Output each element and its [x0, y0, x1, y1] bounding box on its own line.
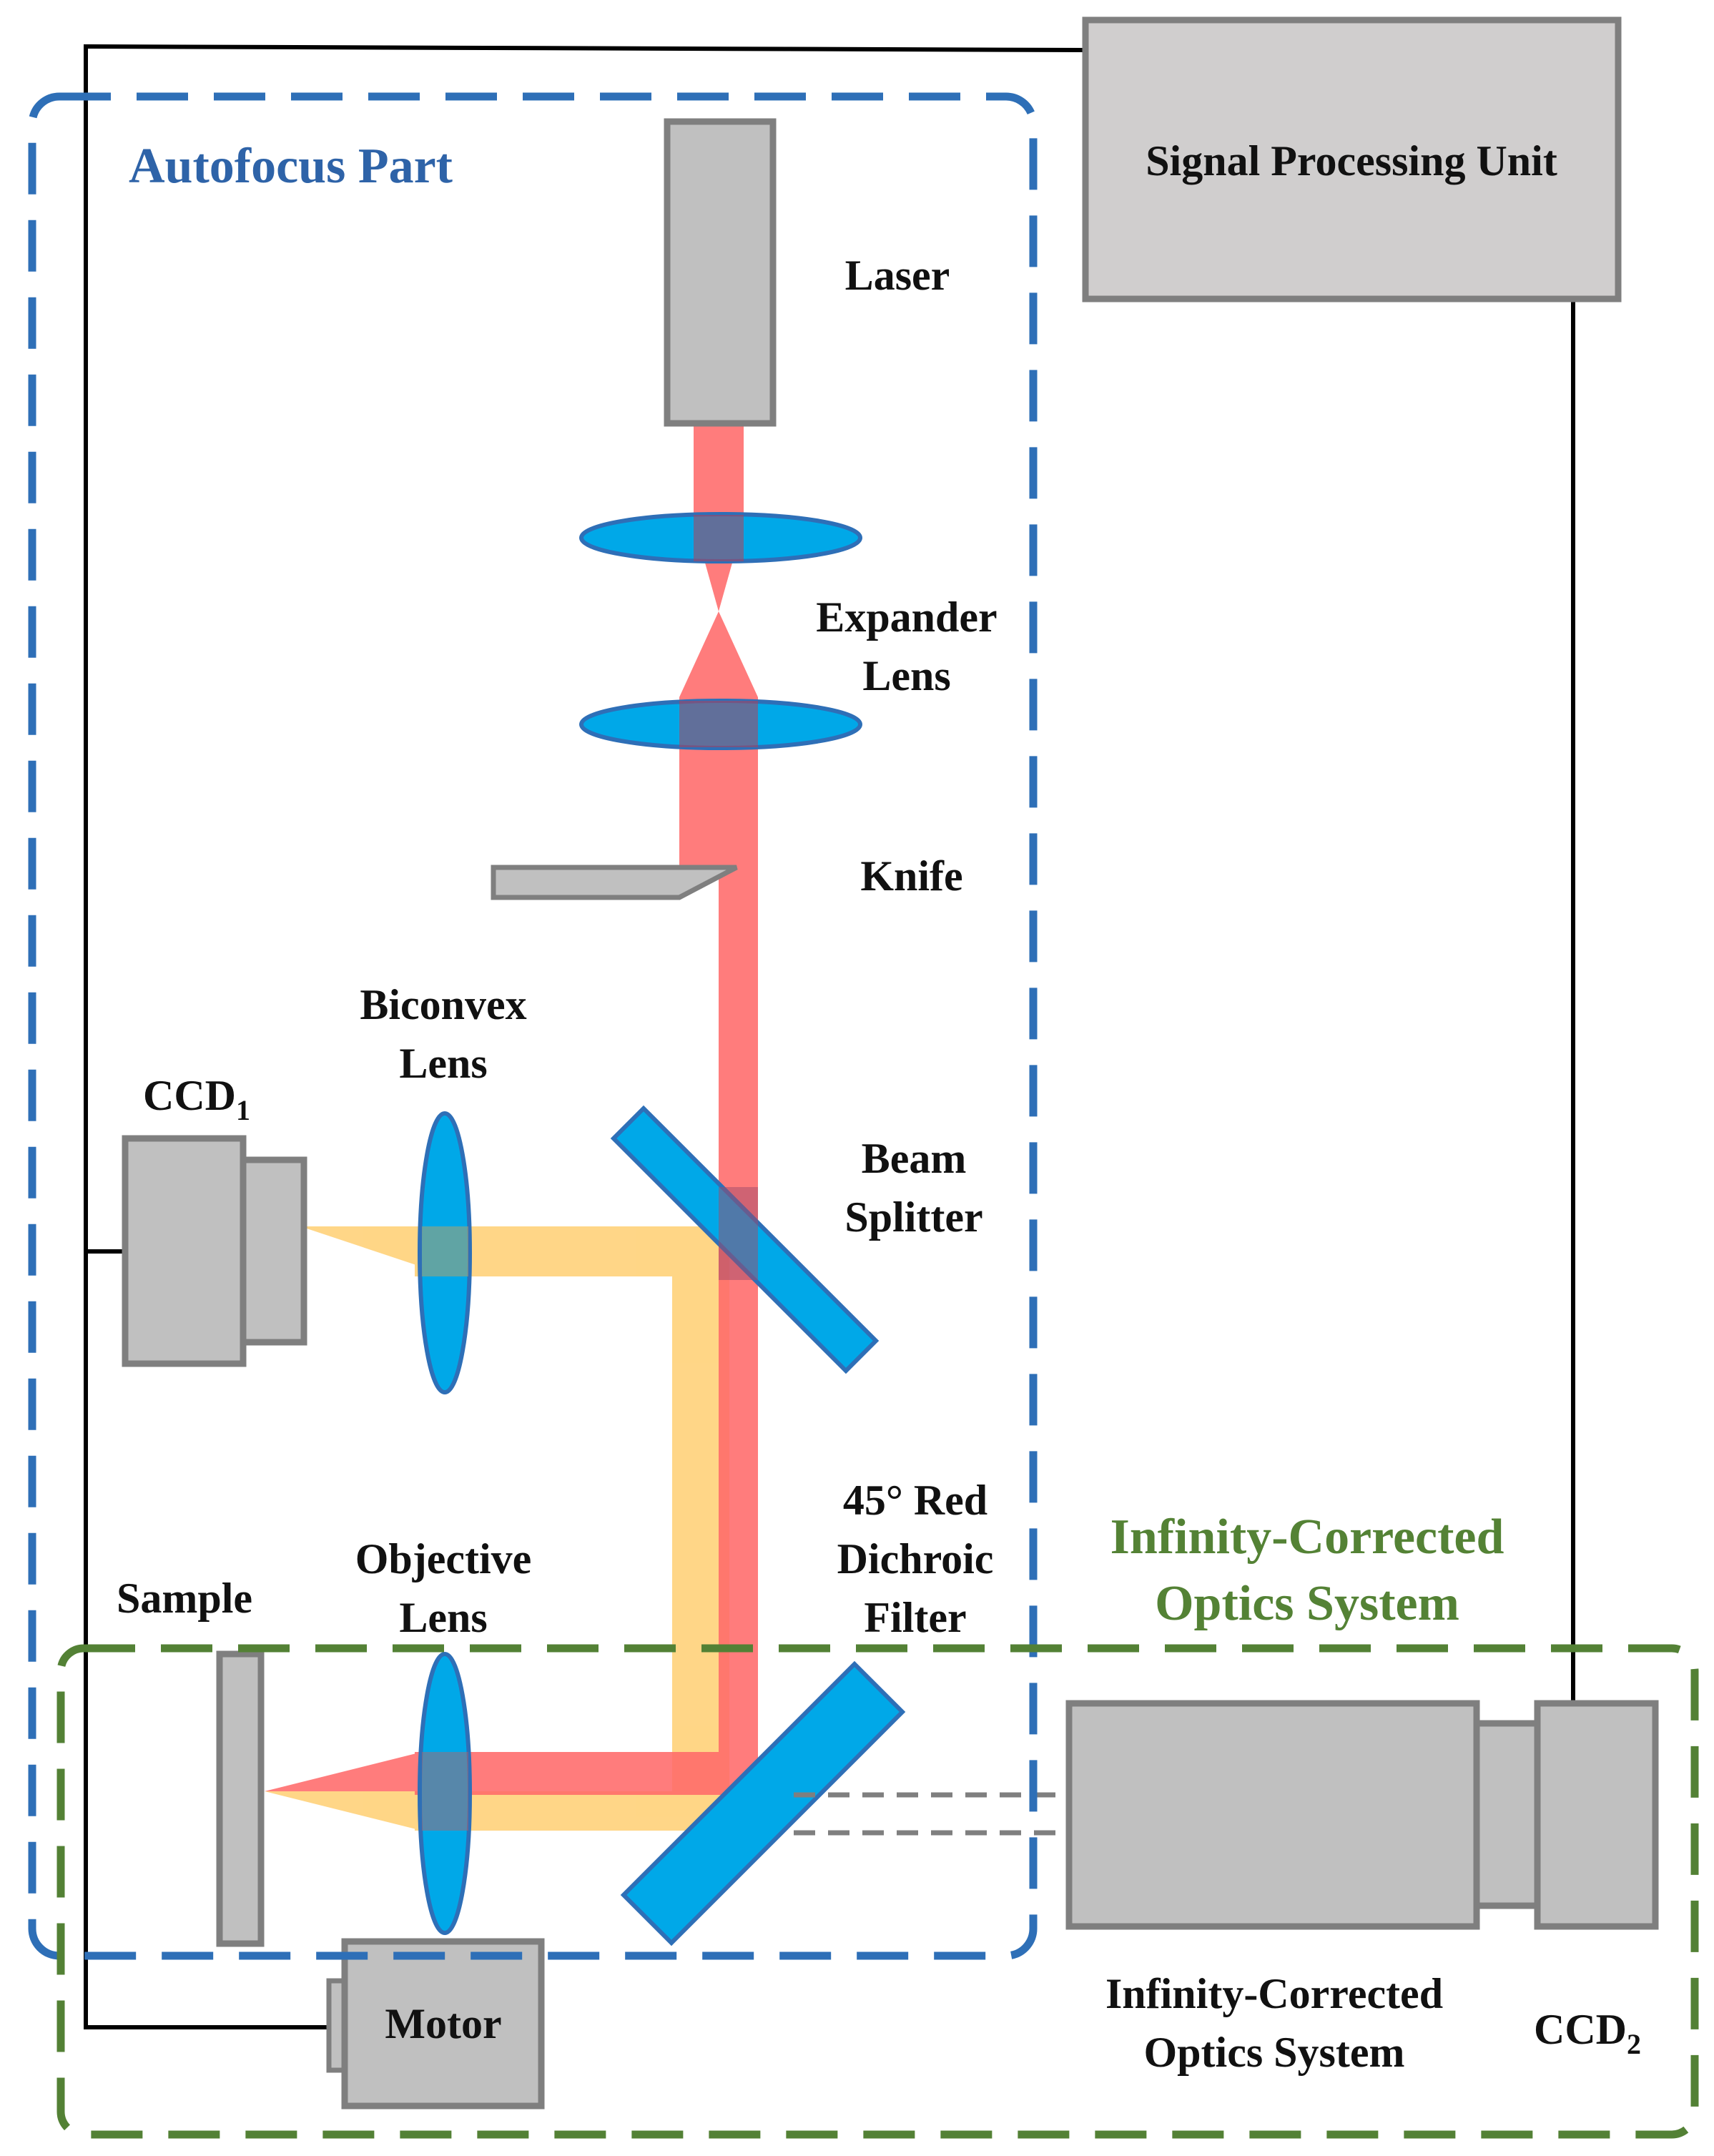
laser-beam-after-knife: [719, 865, 758, 1795]
biconvex-beam-overlap: [422, 1226, 468, 1276]
objective-lens-label-2: Lens: [399, 1594, 487, 1641]
signal-processing-unit-label: Signal Processing Unit: [1146, 137, 1557, 184]
objective-lens: Objective Lens: [355, 1535, 532, 1935]
laser-beam-sample-cone: [265, 1752, 422, 1791]
ccd2-label-main: CCD: [1534, 2006, 1627, 2053]
biconvex-lens: Biconvex Lens: [360, 981, 527, 1394]
dichroic-filter-label-2: Dichroic: [837, 1535, 994, 1582]
ccd1: CCD1: [122, 1072, 307, 1367]
knife: Knife: [491, 852, 963, 900]
laser-beam-diverge: [679, 611, 758, 697]
ccd2-label: CCD2: [1534, 2006, 1641, 2060]
ccd1-label-sub: 1: [236, 1094, 250, 1126]
sample-label: Sample: [117, 1575, 252, 1622]
autofocus-part-group: Autofocus Part: [28, 92, 1038, 1960]
dichroic-filter: 45° Red Dichroic Filter: [620, 1477, 994, 1946]
objective-lens-label-1: Objective: [355, 1535, 532, 1582]
ccd1-label-main: CCD: [143, 1072, 236, 1119]
ccd1-label: CCD1: [143, 1072, 250, 1126]
beam-splitter-overlap: [719, 1187, 758, 1280]
optical-path-dashed: [794, 1792, 1069, 1836]
return-beam-ccd1-cone: [300, 1226, 450, 1276]
return-beam-sample-cone: [265, 1791, 422, 1831]
ccd2: CCD2: [1534, 1700, 1659, 2060]
beam-splitter: Beam Splitter: [610, 1105, 983, 1374]
beam-splitter-label-1: Beam: [862, 1135, 967, 1182]
biconvex-lens-label-1: Biconvex: [360, 981, 526, 1028]
objective-beam-overlap: [422, 1752, 468, 1831]
laser-beam-through-lens-1: [694, 515, 744, 561]
expander-lens-label-1: Expander: [816, 594, 997, 641]
wire-spu-to-left: [84, 44, 1086, 2029]
laser-beam-top: [694, 422, 744, 522]
dichroic-filter-label-3: Filter: [864, 1594, 966, 1641]
dichroic-filter-label-1: 45° Red: [843, 1477, 987, 1524]
laser-beam-horizontal: [415, 1752, 758, 1795]
biconvex-lens-label-2: Lens: [399, 1040, 487, 1087]
motor: Motor: [326, 1938, 545, 2110]
laser: Laser: [664, 118, 950, 427]
infinity-corrected-optics: Infinity-Corrected Optics System: [1065, 1700, 1541, 2076]
autofocus-part-label: Autofocus Part: [129, 139, 453, 194]
beam-splitter-label-2: Splitter: [844, 1193, 982, 1241]
expander-lens-label-2: Lens: [862, 652, 950, 699]
wiring: [84, 44, 1575, 2029]
ccd2-label-sub: 2: [1627, 2028, 1641, 2060]
laser-beam: [265, 422, 758, 1795]
sample: Sample: [117, 1575, 265, 1947]
infinity-optics-group-label-1: Infinity-Corrected: [1110, 1510, 1504, 1565]
infinity-corrected-optics-label-1: Infinity-Corrected: [1105, 1970, 1443, 2017]
infinity-corrected-optics-label-2: Optics System: [1144, 2029, 1405, 2076]
laser-beam-through-lens-2: [679, 701, 758, 747]
knife-label: Knife: [860, 852, 962, 900]
infinity-optics-group-label-2: Optics System: [1155, 1576, 1459, 1631]
motor-label: Motor: [385, 2000, 501, 2047]
return-beam: [265, 1226, 729, 1831]
signal-processing-unit: Signal Processing Unit: [1082, 16, 1622, 302]
laser-label: Laser: [845, 252, 950, 299]
infinity-optics-group: Infinity-Corrected Optics System: [56, 1510, 1699, 2139]
